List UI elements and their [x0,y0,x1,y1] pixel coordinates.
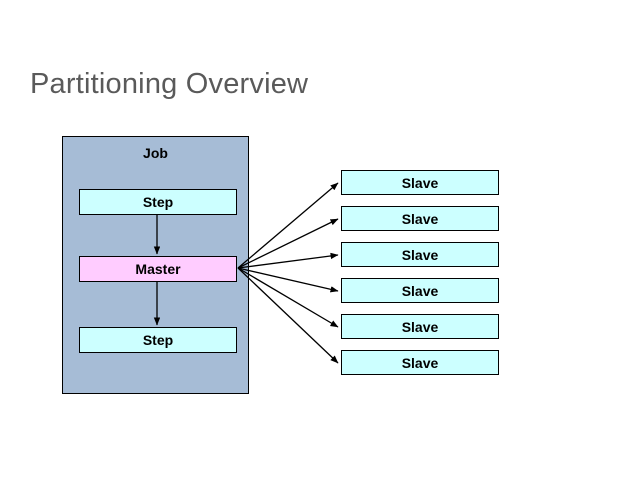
slave-node-1[interactable]: Slave [341,170,499,195]
arrow-master-to-slave-2 [237,218,339,269]
arrow-master-to-slave-6 [237,267,339,364]
slave-node-6[interactable]: Slave [341,350,499,375]
job-label: Job [143,145,168,161]
slave-node-2[interactable]: Slave [341,206,499,231]
arrow-master-to-slave-3 [237,252,339,269]
arrow-master-to-slave-4 [237,267,339,293]
arrow-master-to-slave-1 [237,182,339,269]
slave-node-4[interactable]: Slave [341,278,499,303]
step-node-bottom[interactable]: Step [79,327,237,353]
arrow-master-to-slave-5 [237,267,339,328]
slave-node-3[interactable]: Slave [341,242,499,267]
step-node-top[interactable]: Step [79,189,237,215]
slave-node-5[interactable]: Slave [341,314,499,339]
master-node[interactable]: Master [79,256,237,282]
page-title: Partitioning Overview [30,68,309,100]
